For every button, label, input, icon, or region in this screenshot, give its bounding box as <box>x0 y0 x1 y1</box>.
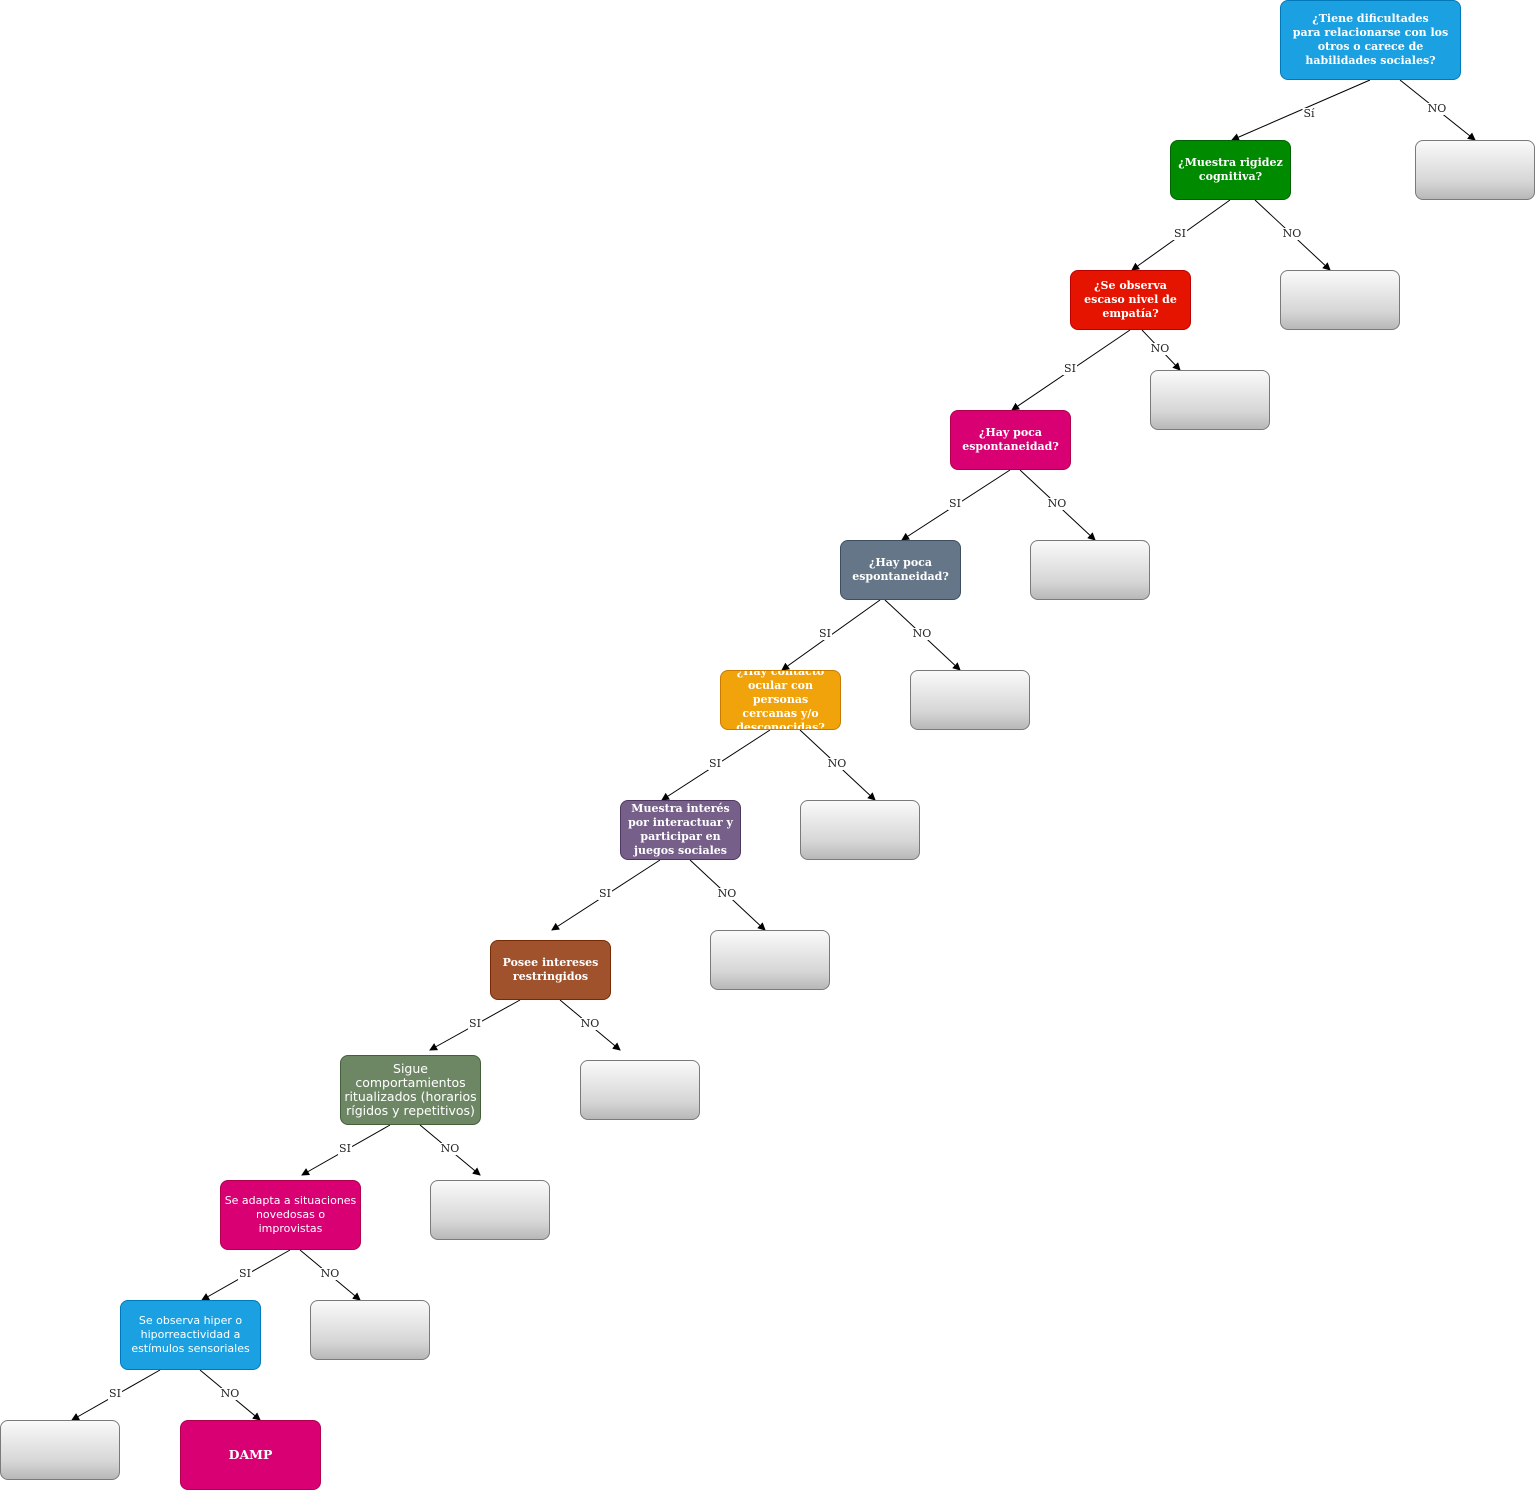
node-low-empathy[interactable]: ¿Se observa escaso nivel de empatía? <box>1070 270 1191 330</box>
node-ritual-behaviors[interactable]: Sigue comportamientos ritualizados (hora… <box>340 1055 481 1125</box>
node-label: Posee intereses restringidos <box>502 956 599 983</box>
node-sensory-reactivity[interactable]: Se observa hiper o hiporreactividad a es… <box>120 1300 261 1370</box>
leaf-empty-6[interactable] <box>800 800 920 860</box>
leaf-empty-10[interactable] <box>310 1300 430 1360</box>
edge-label-no: NO <box>1149 342 1171 355</box>
edge-label-no: NO <box>911 627 933 640</box>
node-label: ¿Se observa escaso nivel de empatía? <box>1084 279 1177 320</box>
node-label: ¿Hay contacto ocular con personas cercan… <box>736 670 825 730</box>
node-adapts-new-situations[interactable]: Se adapta a situaciones novedosas o impr… <box>220 1180 361 1250</box>
edge-label-yes: SI <box>1063 362 1077 375</box>
node-label: Muestra interés por interactuar y partic… <box>628 802 733 857</box>
node-low-spontaneity-1[interactable]: ¿Hay poca espontaneidad? <box>950 410 1071 470</box>
leaf-empty-11[interactable] <box>0 1420 120 1480</box>
leaf-empty-4[interactable] <box>1030 540 1150 600</box>
leaf-empty-9[interactable] <box>430 1180 550 1240</box>
edge-label-yes: SI <box>598 887 612 900</box>
edge-label-no: NO <box>826 757 848 770</box>
edge-label-yes: SI <box>1173 227 1187 240</box>
node-restricted-interests[interactable]: Posee intereses restringidos <box>490 940 611 1000</box>
leaf-empty-2[interactable] <box>1280 270 1400 330</box>
edge-label-no: NO <box>1426 102 1448 115</box>
edge-label-yes: SI <box>468 1017 482 1030</box>
edge-label-no: NO <box>716 887 738 900</box>
edge-label-yes: SI <box>818 627 832 640</box>
edge-label-yes: SI <box>108 1387 122 1400</box>
edge-label-yes: SI <box>338 1142 352 1155</box>
edge-label-no: NO <box>1046 497 1068 510</box>
node-label: ¿Muestra rigidez cognitiva? <box>1178 156 1283 183</box>
node-label: Sigue comportamientos ritualizados (hora… <box>344 1061 477 1118</box>
edge-label-yes: SI <box>238 1267 252 1280</box>
edge-label-yes: SI <box>948 497 962 510</box>
edge-yes-0 <box>1231 79 1371 141</box>
node-label: DAMP <box>228 1447 273 1462</box>
edge-label-no: NO <box>1281 227 1303 240</box>
edge-label-yes: SI <box>708 757 722 770</box>
node-social-difficulties[interactable]: ¿Tiene dificultades para relacionarse co… <box>1280 0 1461 80</box>
leaf-empty-5[interactable] <box>910 670 1030 730</box>
node-label: Se observa hiper o hiporreactividad a es… <box>131 1314 250 1355</box>
node-label: ¿Hay poca espontaneidad? <box>852 556 949 583</box>
node-label: Se adapta a situaciones novedosas o impr… <box>224 1194 357 1235</box>
node-label: ¿Tiene dificultades para relacionarse co… <box>1292 12 1449 67</box>
edge-label-no: NO <box>439 1142 461 1155</box>
node-social-games-interest[interactable]: Muestra interés por interactuar y partic… <box>620 800 741 860</box>
node-label: ¿Hay poca espontaneidad? <box>962 426 1059 453</box>
edge-label-yes: Sí <box>1302 107 1316 120</box>
node-cognitive-rigidity[interactable]: ¿Muestra rigidez cognitiva? <box>1170 140 1291 200</box>
edge-label-no: NO <box>579 1017 601 1030</box>
edge-label-no: NO <box>219 1387 241 1400</box>
leaf-empty-7[interactable] <box>710 930 830 990</box>
node-eye-contact[interactable]: ¿Hay contacto ocular con personas cercan… <box>720 670 841 730</box>
leaf-empty-1[interactable] <box>1415 140 1535 200</box>
edge-label-no: NO <box>319 1267 341 1280</box>
node-low-spontaneity-2[interactable]: ¿Hay poca espontaneidad? <box>840 540 961 600</box>
node-damp[interactable]: DAMP <box>180 1420 321 1490</box>
leaf-empty-3[interactable] <box>1150 370 1270 430</box>
leaf-empty-8[interactable] <box>580 1060 700 1120</box>
